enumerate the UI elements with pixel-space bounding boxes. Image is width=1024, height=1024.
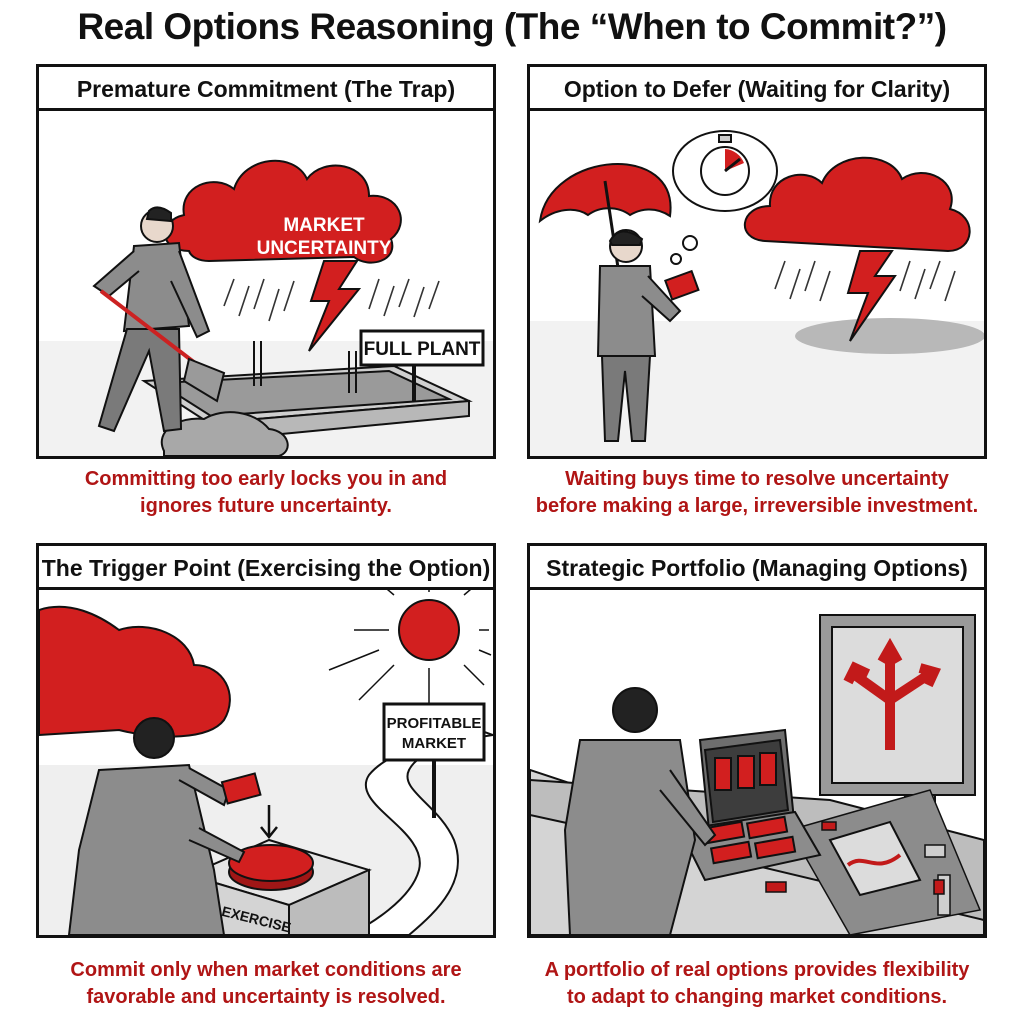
- cloud-label-line1: MARKET: [283, 215, 365, 236]
- panel-title: Premature Commitment (The Trap): [39, 67, 493, 111]
- caption-line2: favorable and uncertainty is resolved.: [86, 986, 446, 1008]
- panel-title: Strategic Portfolio (Managing Options): [530, 546, 984, 590]
- businessman-figure: [596, 229, 700, 442]
- lightning-bolt-icon: [308, 260, 362, 352]
- panel-title: Option to Defer (Waiting for Clarity): [530, 67, 984, 111]
- option-to-defer-illustration: [530, 130, 984, 456]
- control-console: [765, 789, 982, 935]
- down-arrow-icon: [260, 805, 278, 840]
- stopwatch-icon: [700, 134, 750, 196]
- businessman-figure: [67, 717, 262, 935]
- sun-icon: [328, 590, 492, 705]
- profitable-market-sign: [382, 702, 486, 818]
- cloud-label-line2: UNCERTAINTY: [257, 238, 392, 259]
- uncertainty-cloud: [164, 159, 402, 264]
- panel-trigger-point: The Trigger Point (Exercising the Option…: [36, 543, 496, 938]
- panel-caption: Committing too early locks you in and ig…: [31, 466, 501, 520]
- briefcase-of-options: [678, 728, 822, 882]
- red-umbrella-icon: [538, 162, 672, 282]
- panel-caption: Commit only when market conditions are f…: [31, 957, 501, 1011]
- caption-line1: Committing too early locks you in and: [84, 468, 448, 490]
- trigger-point-illustration: PROFITABLE MARKET GO / EXERCISE: [39, 590, 493, 935]
- premature-commitment-illustration: MARKET UNCERTAINTY FULL PLANT: [39, 159, 493, 456]
- caption-line2: to adapt to changing market conditions.: [566, 986, 948, 1008]
- panel-title: The Trigger Point (Exercising the Option…: [39, 546, 493, 590]
- panel-premature-commitment: Premature Commitment (The Trap) MARKET U…: [36, 64, 496, 459]
- storm-cloud: [744, 156, 971, 253]
- sign-label-line2: MARKET: [402, 735, 466, 752]
- sign-label-line1: PROFITABLE: [387, 715, 482, 732]
- panel-option-to-defer: Option to Defer (Waiting for Clarity): [527, 64, 987, 459]
- panel-caption: Waiting buys time to resolve uncertainty…: [522, 466, 992, 520]
- receding-cloud: [39, 605, 231, 738]
- caption-line1: A portfolio of real options provides fle…: [544, 959, 970, 981]
- rain-icon: [223, 278, 440, 322]
- caption-line1: Waiting buys time to resolve uncertainty: [565, 468, 949, 490]
- panel-strategic-portfolio: Strategic Portfolio (Managing Options): [527, 543, 987, 938]
- monitor-with-diverging-arrows: [819, 614, 976, 831]
- full-plant-sign: [359, 329, 485, 401]
- businessman-figure: [563, 687, 717, 935]
- page-title: Real Options Reasoning (The “When to Com…: [77, 6, 947, 47]
- caption-line1: Commit only when market conditions are: [70, 959, 462, 981]
- rain-icon: [774, 260, 956, 302]
- diverging-arrows-icon: [843, 637, 941, 750]
- caption-line2: before making a large, irreversible inve…: [535, 495, 979, 517]
- panel-caption: A portfolio of real options provides fle…: [522, 957, 992, 1011]
- strategic-portfolio-illustration: [530, 614, 984, 935]
- businessman-figure: [92, 206, 226, 433]
- lightning-bolt-icon: [846, 250, 897, 342]
- sign-label: FULL PLANT: [364, 339, 481, 360]
- caption-line2: ignores future uncertainty.: [140, 495, 392, 517]
